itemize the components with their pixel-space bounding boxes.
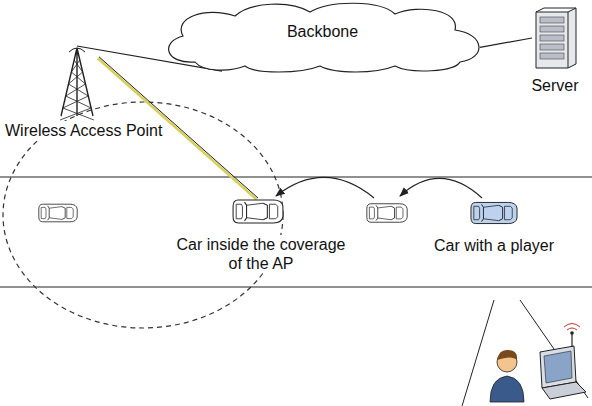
tower-shape <box>55 46 99 118</box>
car-node: Car inside the coverage of the AP <box>232 198 284 225</box>
road-edge <box>0 176 592 177</box>
server-shape <box>532 6 578 70</box>
car-node: Car with a player <box>470 200 518 226</box>
car-label: Car inside the coverage of the AP <box>174 235 348 273</box>
coverage-ellipse <box>3 102 283 328</box>
person-icon <box>490 350 524 402</box>
cloud-node: Backbone <box>155 0 490 74</box>
car <box>39 204 77 222</box>
tower-node: Wireless Access Point <box>55 46 99 118</box>
view-line <box>520 300 588 398</box>
car-shape <box>232 198 284 225</box>
server-label: Server <box>530 76 579 95</box>
car-shape <box>470 200 518 226</box>
link-line <box>480 38 532 47</box>
tower-label: Wireless Access Point <box>4 121 163 140</box>
view-line <box>462 300 494 406</box>
relay-car <box>367 204 407 222</box>
cloud-label: Backbone <box>287 22 358 41</box>
car-label: Car with a player <box>433 236 555 255</box>
relay-arrow <box>400 178 482 198</box>
road-edge <box>0 286 592 287</box>
server-node: Server <box>532 6 578 70</box>
relay-arrow <box>276 177 374 198</box>
laptop-icon <box>540 324 586 400</box>
